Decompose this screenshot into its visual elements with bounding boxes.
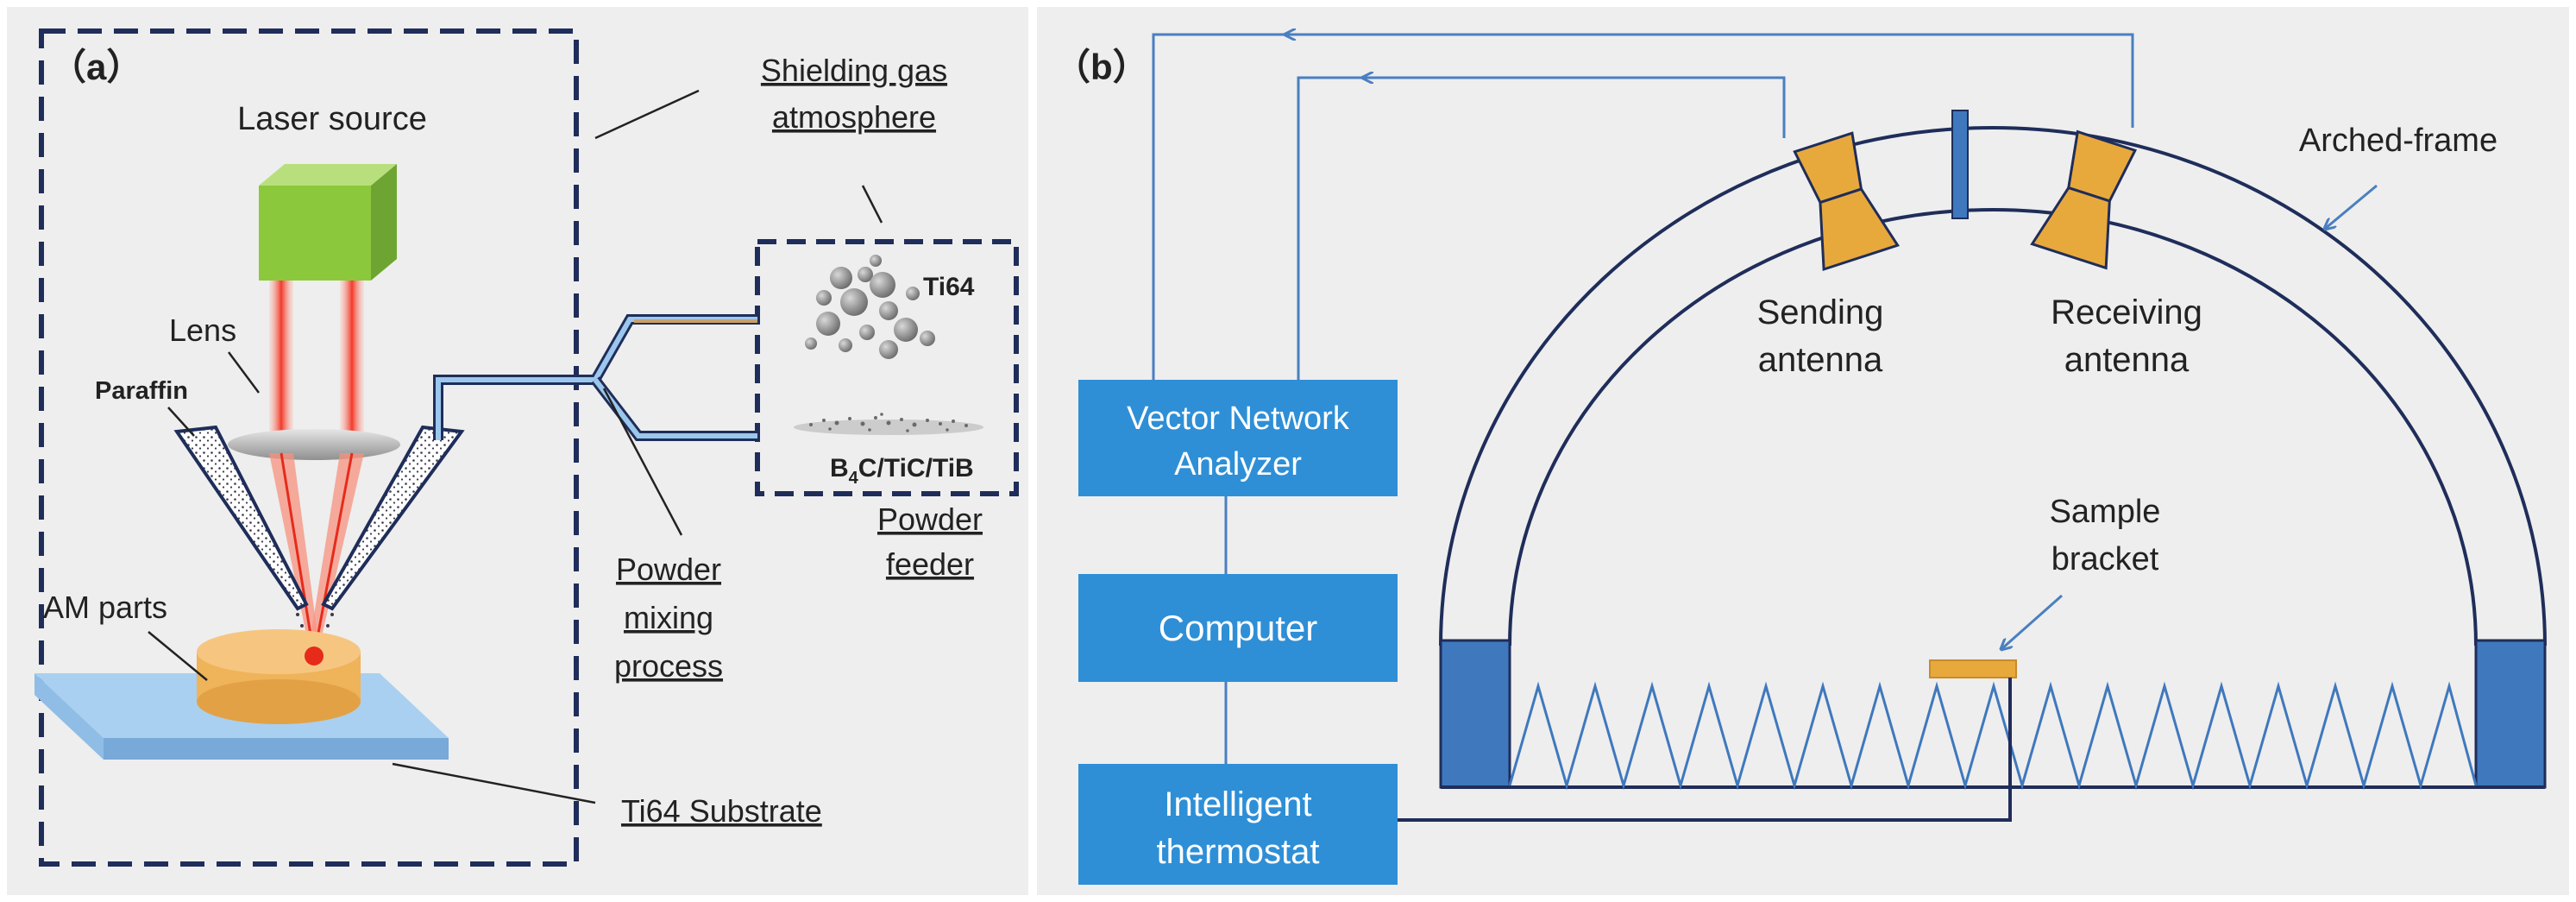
- computer-box: [1078, 574, 1398, 682]
- thermostat-box: [1078, 764, 1398, 885]
- panel-a: （a） Laser source: [7, 7, 1028, 895]
- am-part: [197, 629, 361, 724]
- thermostat-label-line2: thermostat: [1157, 833, 1320, 871]
- powder-mixing-label-line1: Powder: [616, 552, 721, 587]
- computer-label: Computer: [1159, 608, 1317, 648]
- powder-mixing-label-line2: mixing: [624, 600, 713, 635]
- thermostat-label-line1: Intelligent: [1164, 785, 1311, 823]
- thermostat-bracket-link: [1395, 678, 2012, 822]
- sample-bracket-label-line1: Sample: [2050, 494, 2161, 530]
- arch-inner: [1508, 208, 2478, 647]
- top-bar: [1951, 110, 1969, 219]
- nozzle-right: [321, 425, 465, 611]
- powder-mixing-label-line3: process: [614, 648, 723, 684]
- am-parts-leader: [148, 631, 208, 681]
- ceramic-powder: [794, 413, 983, 435]
- am-parts-label: AM parts: [43, 590, 167, 625]
- nozzle-left: [173, 425, 309, 611]
- vna-label-line2: Analyzer: [1174, 446, 1302, 483]
- powder-feeder-label-line1: Powder: [877, 501, 983, 537]
- panel-a-label: （a）: [50, 47, 142, 87]
- substrate-label: Ti64 Substrate: [621, 793, 822, 829]
- pillar-left: [1439, 639, 1511, 789]
- lens: [228, 429, 400, 460]
- sending-antenna: [1793, 131, 1900, 272]
- panel-b-label: （b）: [1054, 47, 1149, 87]
- powder-mixing-leader: [602, 388, 683, 536]
- arched-frame-arrow: [2325, 184, 2378, 229]
- lens-label: Lens: [169, 312, 236, 348]
- lens-leader: [227, 351, 261, 394]
- receiving-antenna-label-line2: antenna: [2064, 341, 2190, 379]
- sample-bracket-label-line2: bracket: [2051, 541, 2159, 577]
- receiving-antenna: [2030, 129, 2138, 270]
- paraffin-label: Paraffin: [95, 377, 188, 405]
- sample-bracket-arrow: [2001, 594, 2063, 649]
- shielding-gas-label-line1: Shielding gas: [761, 53, 947, 88]
- pillar-right: [2474, 639, 2547, 789]
- receive-signal-line: [1152, 33, 2134, 380]
- ceramic-powder-label: B4C/TiC/TiB: [830, 454, 974, 488]
- arch-outer: [1439, 126, 2547, 647]
- panel-b: （b） Sample bracket Sending antenna Recei…: [1037, 7, 2569, 895]
- powder-feeder-dashed-box: [755, 239, 1019, 496]
- converging-beams: [269, 452, 364, 657]
- ti64-powder-particles: [805, 255, 935, 359]
- laser-beam-left: [269, 281, 293, 457]
- paraffin-leader: [167, 407, 195, 437]
- laser-system-dashed-box: [39, 28, 579, 867]
- sample-bracket: [1929, 659, 2017, 678]
- shielding-gas-label-line2: atmosphere: [772, 99, 936, 135]
- laser-source-cube: [259, 164, 397, 281]
- shielding-gas-leader: [594, 89, 700, 140]
- absorber-zigzag: [1508, 681, 2478, 791]
- sending-antenna-label-line1: Sending: [1757, 293, 1884, 331]
- vna-box: [1078, 380, 1398, 496]
- vna-label-line1: Vector Network: [1127, 401, 1350, 437]
- arched-frame-label: Arched-frame: [2299, 123, 2497, 159]
- melt-pool: [305, 647, 324, 665]
- panel-a-background: [7, 7, 1028, 895]
- sending-antenna-label-line2: antenna: [1758, 341, 1883, 379]
- ti64-label: Ti64: [923, 273, 975, 301]
- receiving-antenna-label-line1: Receiving: [2051, 293, 2202, 331]
- laser-beam-right: [340, 281, 364, 457]
- substrate-leader: [392, 762, 596, 804]
- feeder-pointer: [861, 185, 883, 224]
- powder-feeder-label-line2: feeder: [886, 546, 974, 582]
- laser-source-label: Laser source: [237, 101, 427, 137]
